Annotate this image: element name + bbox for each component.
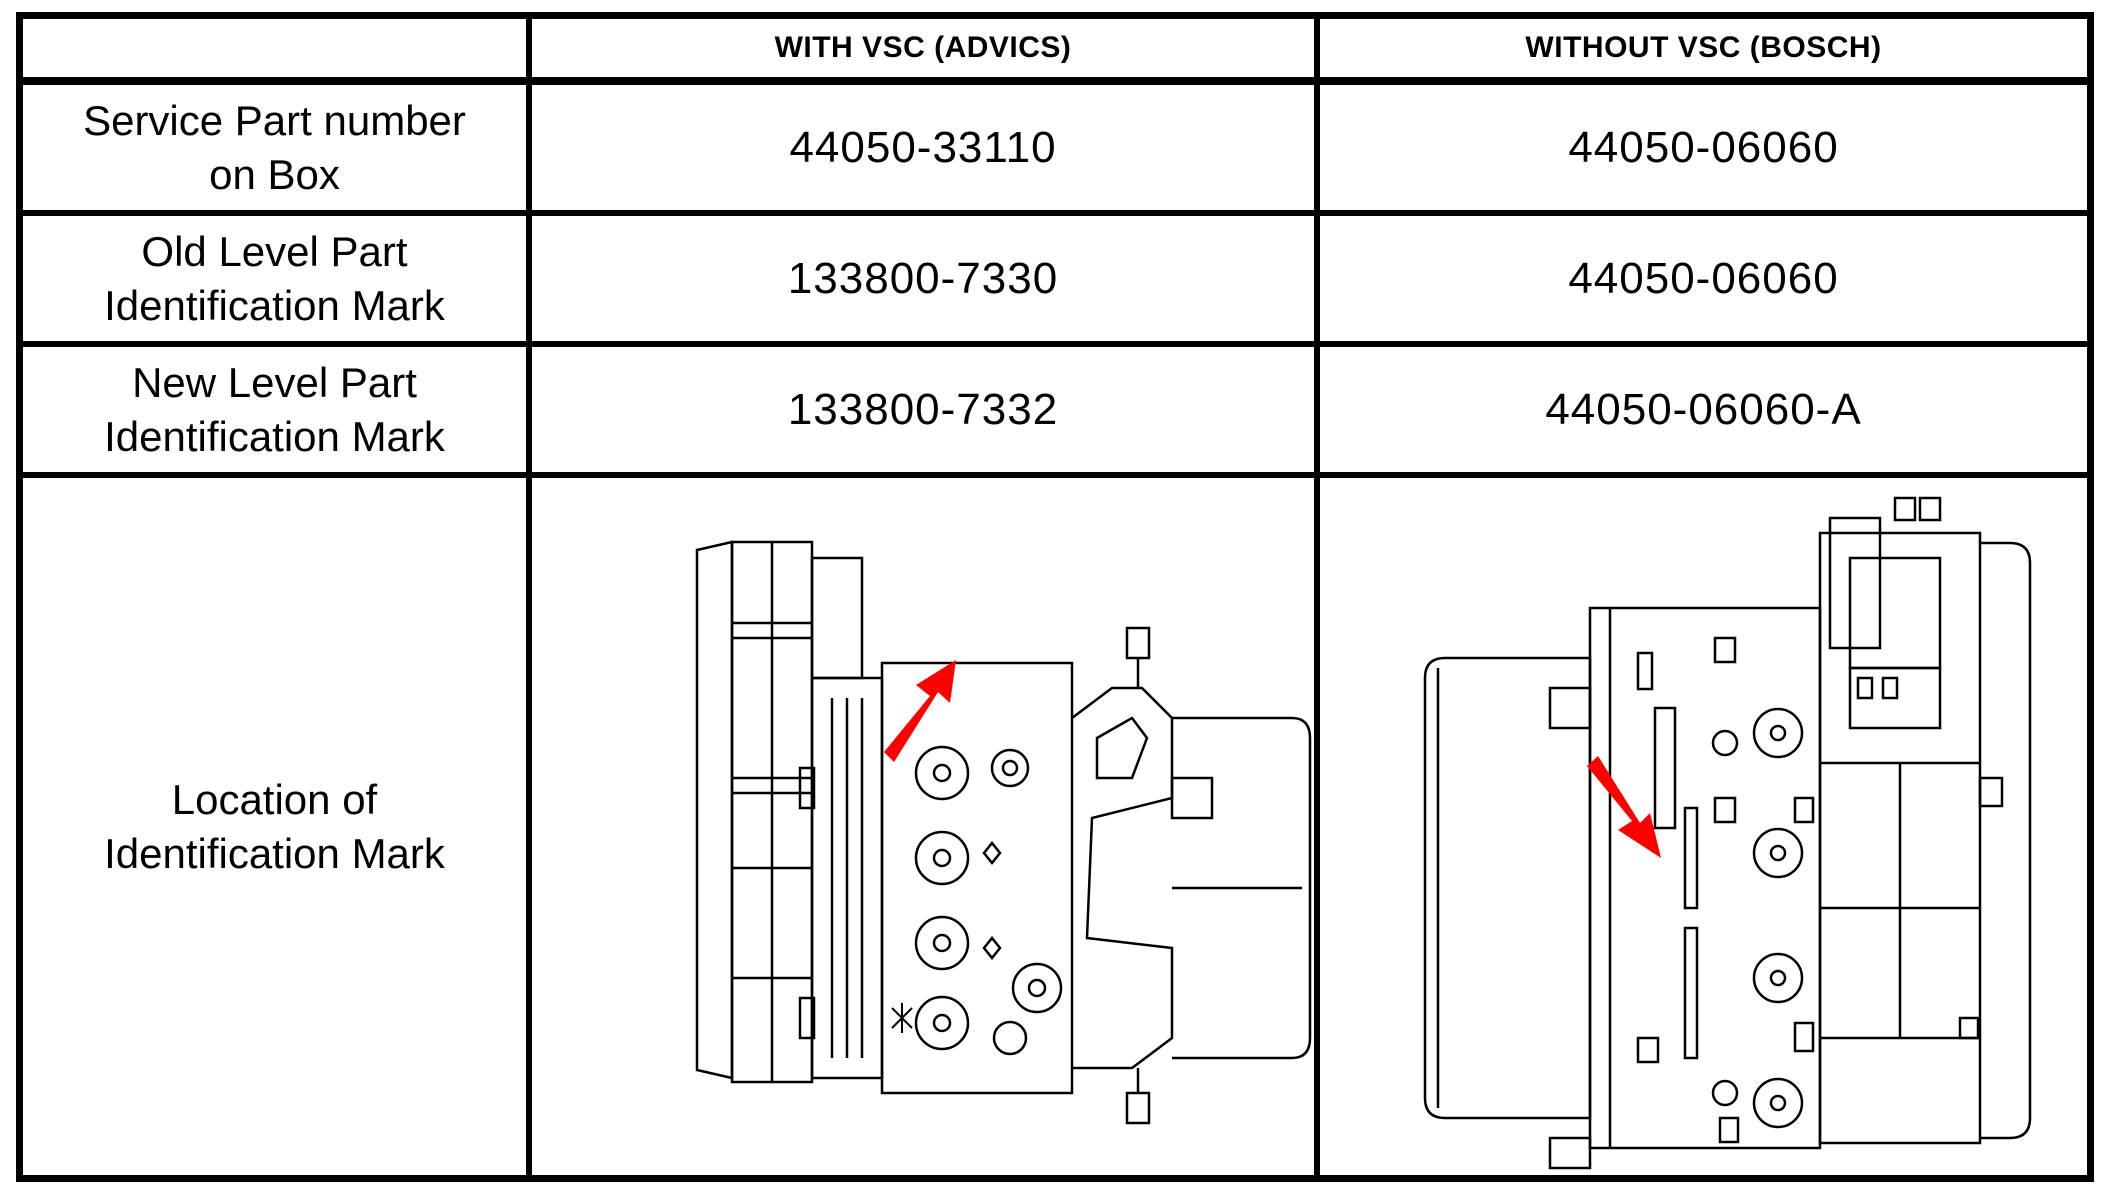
header-corner-cell: [23, 19, 526, 77]
new-level-with-vsc: 133800-7332: [787, 384, 1059, 434]
old-level-without-vsc: 44050-06060: [1568, 253, 1839, 303]
header-without-vsc: WITHOUT VSC (BOSCH): [1525, 31, 1882, 64]
column-divider-2: [1314, 19, 1320, 1175]
bosch-unit-svg: [1423, 496, 2032, 1170]
row-label-location: Location of Identification Mark: [104, 775, 445, 877]
old-level-with-vsc: 133800-7330: [787, 253, 1059, 303]
row-divider-1: [23, 210, 2087, 216]
part-identification-table: WITH VSC (ADVICS) WITHOUT VSC (BOSCH) Se…: [16, 12, 2094, 1182]
row-label-old-level: Old Level Part Identification Mark: [104, 227, 445, 329]
row-label-new-level: New Level Part Identification Mark: [104, 358, 445, 460]
advics-location-arrow: [884, 660, 956, 762]
service-part-with-vsc: 44050-33110: [789, 122, 1057, 172]
bosch-unit-drawing: [1320, 478, 2087, 1175]
advics-unit-drawing: [532, 478, 1314, 1175]
row-divider-3: [23, 472, 2087, 478]
new-level-without-vsc: 44050-06060-A: [1545, 384, 1862, 434]
row-label-service-part-number: Service Part number on Box: [83, 96, 466, 198]
advics-unit-svg: [695, 540, 1312, 1125]
header-with-vsc: WITH VSC (ADVICS): [774, 31, 1072, 64]
row-divider-2: [23, 341, 2087, 347]
header-divider: [23, 77, 2087, 85]
service-part-without-vsc: 44050-06060: [1568, 122, 1839, 172]
bosch-location-arrow: [1587, 756, 1661, 858]
column-divider-1: [526, 19, 532, 1175]
